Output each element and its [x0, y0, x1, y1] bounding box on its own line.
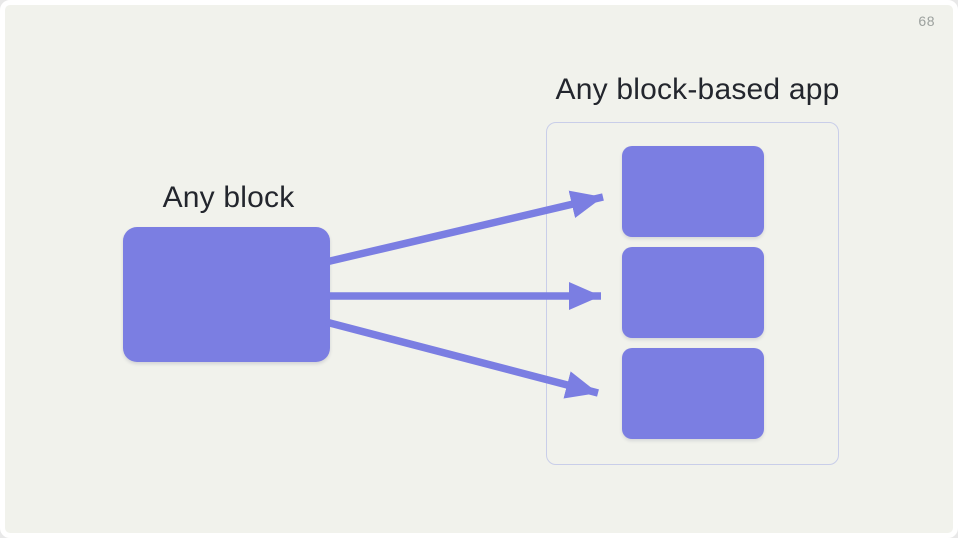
target-block-2 — [621, 247, 764, 338]
target-block-1 — [621, 146, 764, 237]
target-app-container — [546, 122, 839, 465]
source-block-label: Any block — [162, 181, 295, 214]
page-number: 68 — [918, 13, 935, 29]
target-container-title: Any block-based app — [555, 73, 840, 106]
source-block — [123, 227, 330, 362]
target-block-3 — [621, 348, 764, 439]
